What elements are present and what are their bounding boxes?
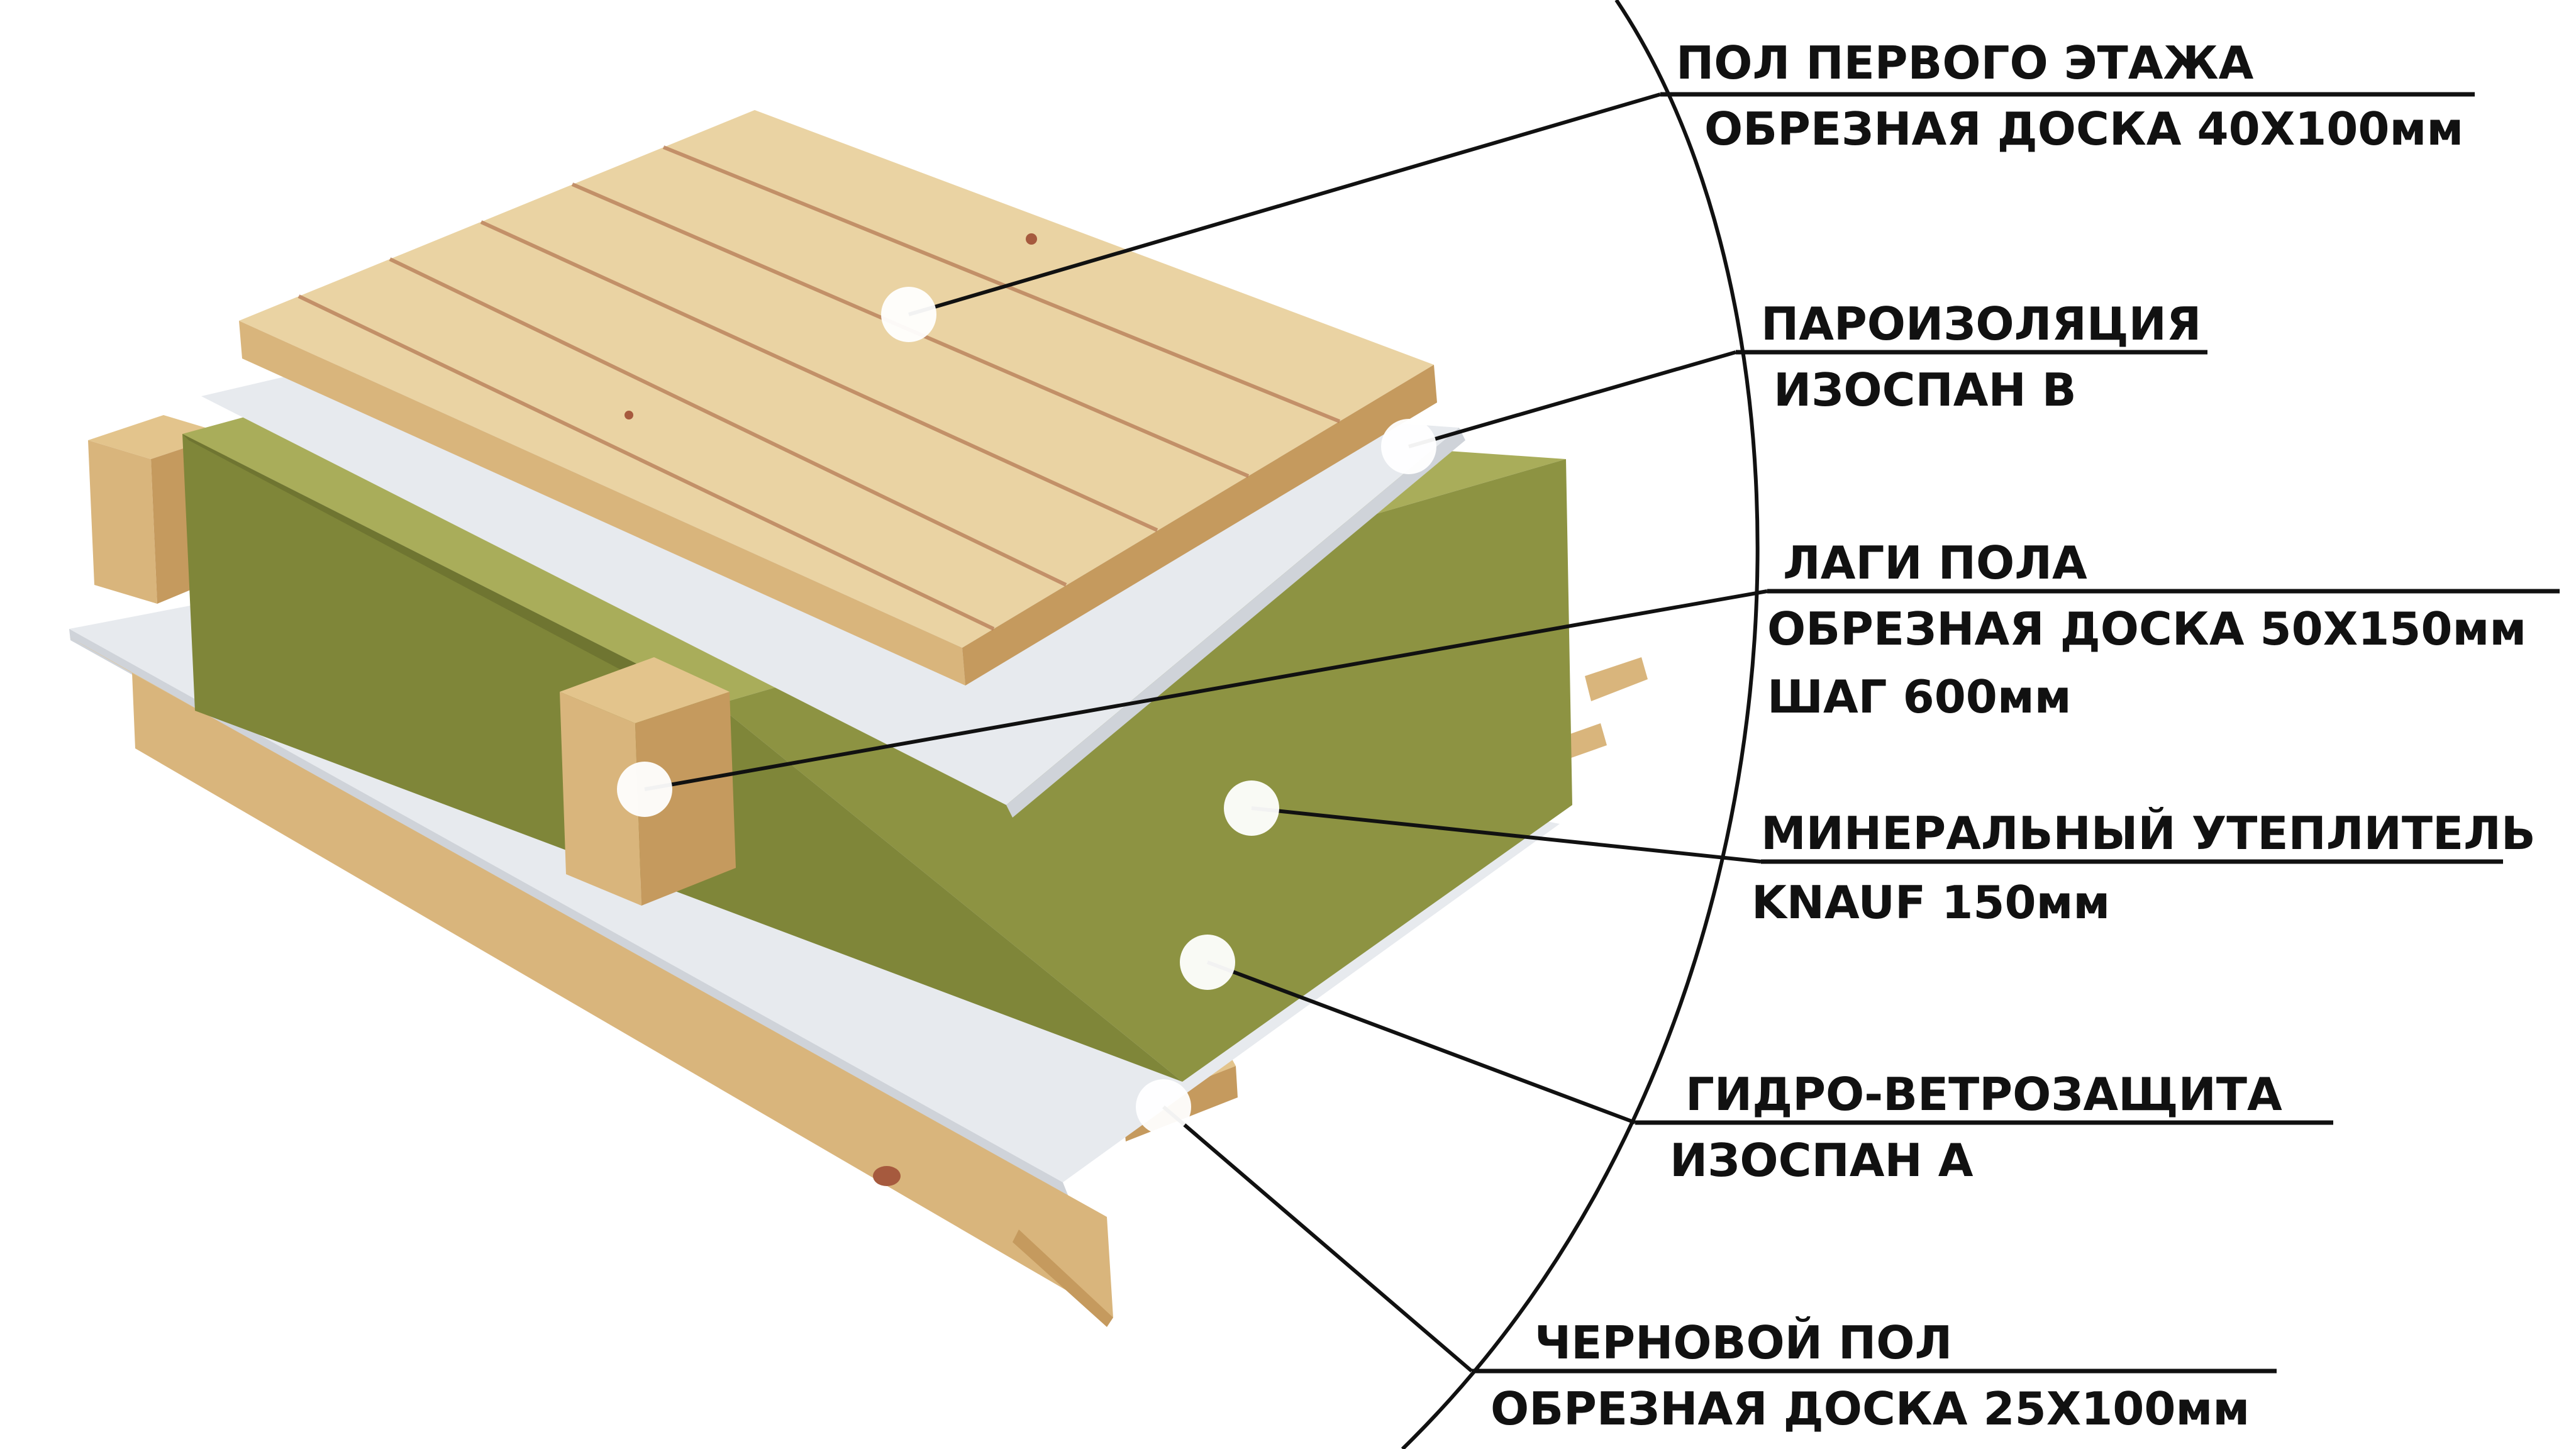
vapor-barrier-spec-line: ИЗОСПАН В: [1774, 364, 2077, 416]
vapor-barrier-leader-line: [1408, 350, 1736, 448]
floor-joists-spec-line: ШАГ 600мм: [1767, 670, 2072, 723]
front-floor-joist: [560, 657, 736, 906]
vapor-barrier-marker-dot: [1381, 419, 1436, 474]
finish-floor-boards: [239, 110, 1437, 686]
wind-water-barrier-label: ГИДРО-ВЕТРОЗАЩИТА ИЗОСПАН А: [1670, 1068, 2282, 1187]
subfloor-label: ЧЕРНОВОЙ ПОЛ ОБРЕЗНАЯ ДОСКА 25Х100мм: [1491, 1316, 2250, 1435]
finish-floor-title: ПОЛ ПЕРВОГО ЭТАЖА: [1676, 36, 2254, 89]
finish-floor-label: ПОЛ ПЕРВОГО ЭТАЖА ОБРЕЗНАЯ ДОСКА 40Х100мм: [1676, 36, 2463, 155]
vapor-barrier-label: ПАРОИЗОЛЯЦИЯ ИЗОСПАН В: [1761, 297, 2201, 416]
marker-dots: [617, 287, 1436, 1135]
layer-labels: ПОЛ ПЕРВОГО ЭТАЖА ОБРЕЗНАЯ ДОСКА 40Х100мм…: [1491, 36, 2536, 1435]
wind-water-barrier-spec-line: ИЗОСПАН А: [1670, 1134, 1974, 1187]
finish-floor-marker-dot: [881, 287, 936, 342]
mineral-insulation-marker-dot: [1224, 780, 1279, 836]
leader-lines: [644, 92, 2560, 1374]
mineral-insulation-title: МИНЕРАЛЬНЫЙ УТЕПЛИТЕЛЬ: [1761, 807, 2536, 860]
floor-joists-title: ЛАГИ ПОЛА: [1783, 536, 2087, 589]
subfloor-marker-dot: [1136, 1079, 1191, 1135]
wind-water-barrier-title: ГИДРО-ВЕТРОЗАЩИТА: [1685, 1068, 2282, 1121]
subfloor-spec-line: ОБРЕЗНАЯ ДОСКА 25Х100мм: [1491, 1382, 2250, 1435]
wind-water-barrier-marker-dot: [1180, 935, 1235, 990]
finish-floor-spec-line: ОБРЕЗНАЯ ДОСКА 40Х100мм: [1704, 103, 2463, 155]
mineral-insulation-leader-line: [1251, 806, 1762, 863]
floor-joists-leader-line: [644, 589, 1768, 791]
finish-floor-grain: [297, 145, 1341, 631]
floor-joists-marker-dot: [617, 762, 672, 817]
subfloor-leader-line: [1162, 1105, 1473, 1373]
floor-joists-spec-line: ОБРЕЗНАЯ ДОСКА 50Х150мм: [1767, 602, 2526, 655]
divider-arc: [1401, 0, 1760, 1449]
mineral-insulation-label: МИНЕРАЛЬНЫЙ УТЕПЛИТЕЛЬ KNAUF 150мм: [1752, 807, 2536, 929]
subfloor-long-board: [66, 635, 1113, 1327]
vapor-barrier-title: ПАРОИЗОЛЯЦИЯ: [1761, 297, 2201, 350]
subfloor-title: ЧЕРНОВОЙ ПОЛ: [1535, 1316, 1952, 1369]
wind-water-barrier-leader-line: [1206, 960, 1636, 1124]
floor-cross-section-illustration: [66, 110, 1648, 1327]
finish-floor-leader-line: [908, 92, 1661, 316]
mineral-insulation-spec-line: KNAUF 150мм: [1752, 876, 2110, 929]
